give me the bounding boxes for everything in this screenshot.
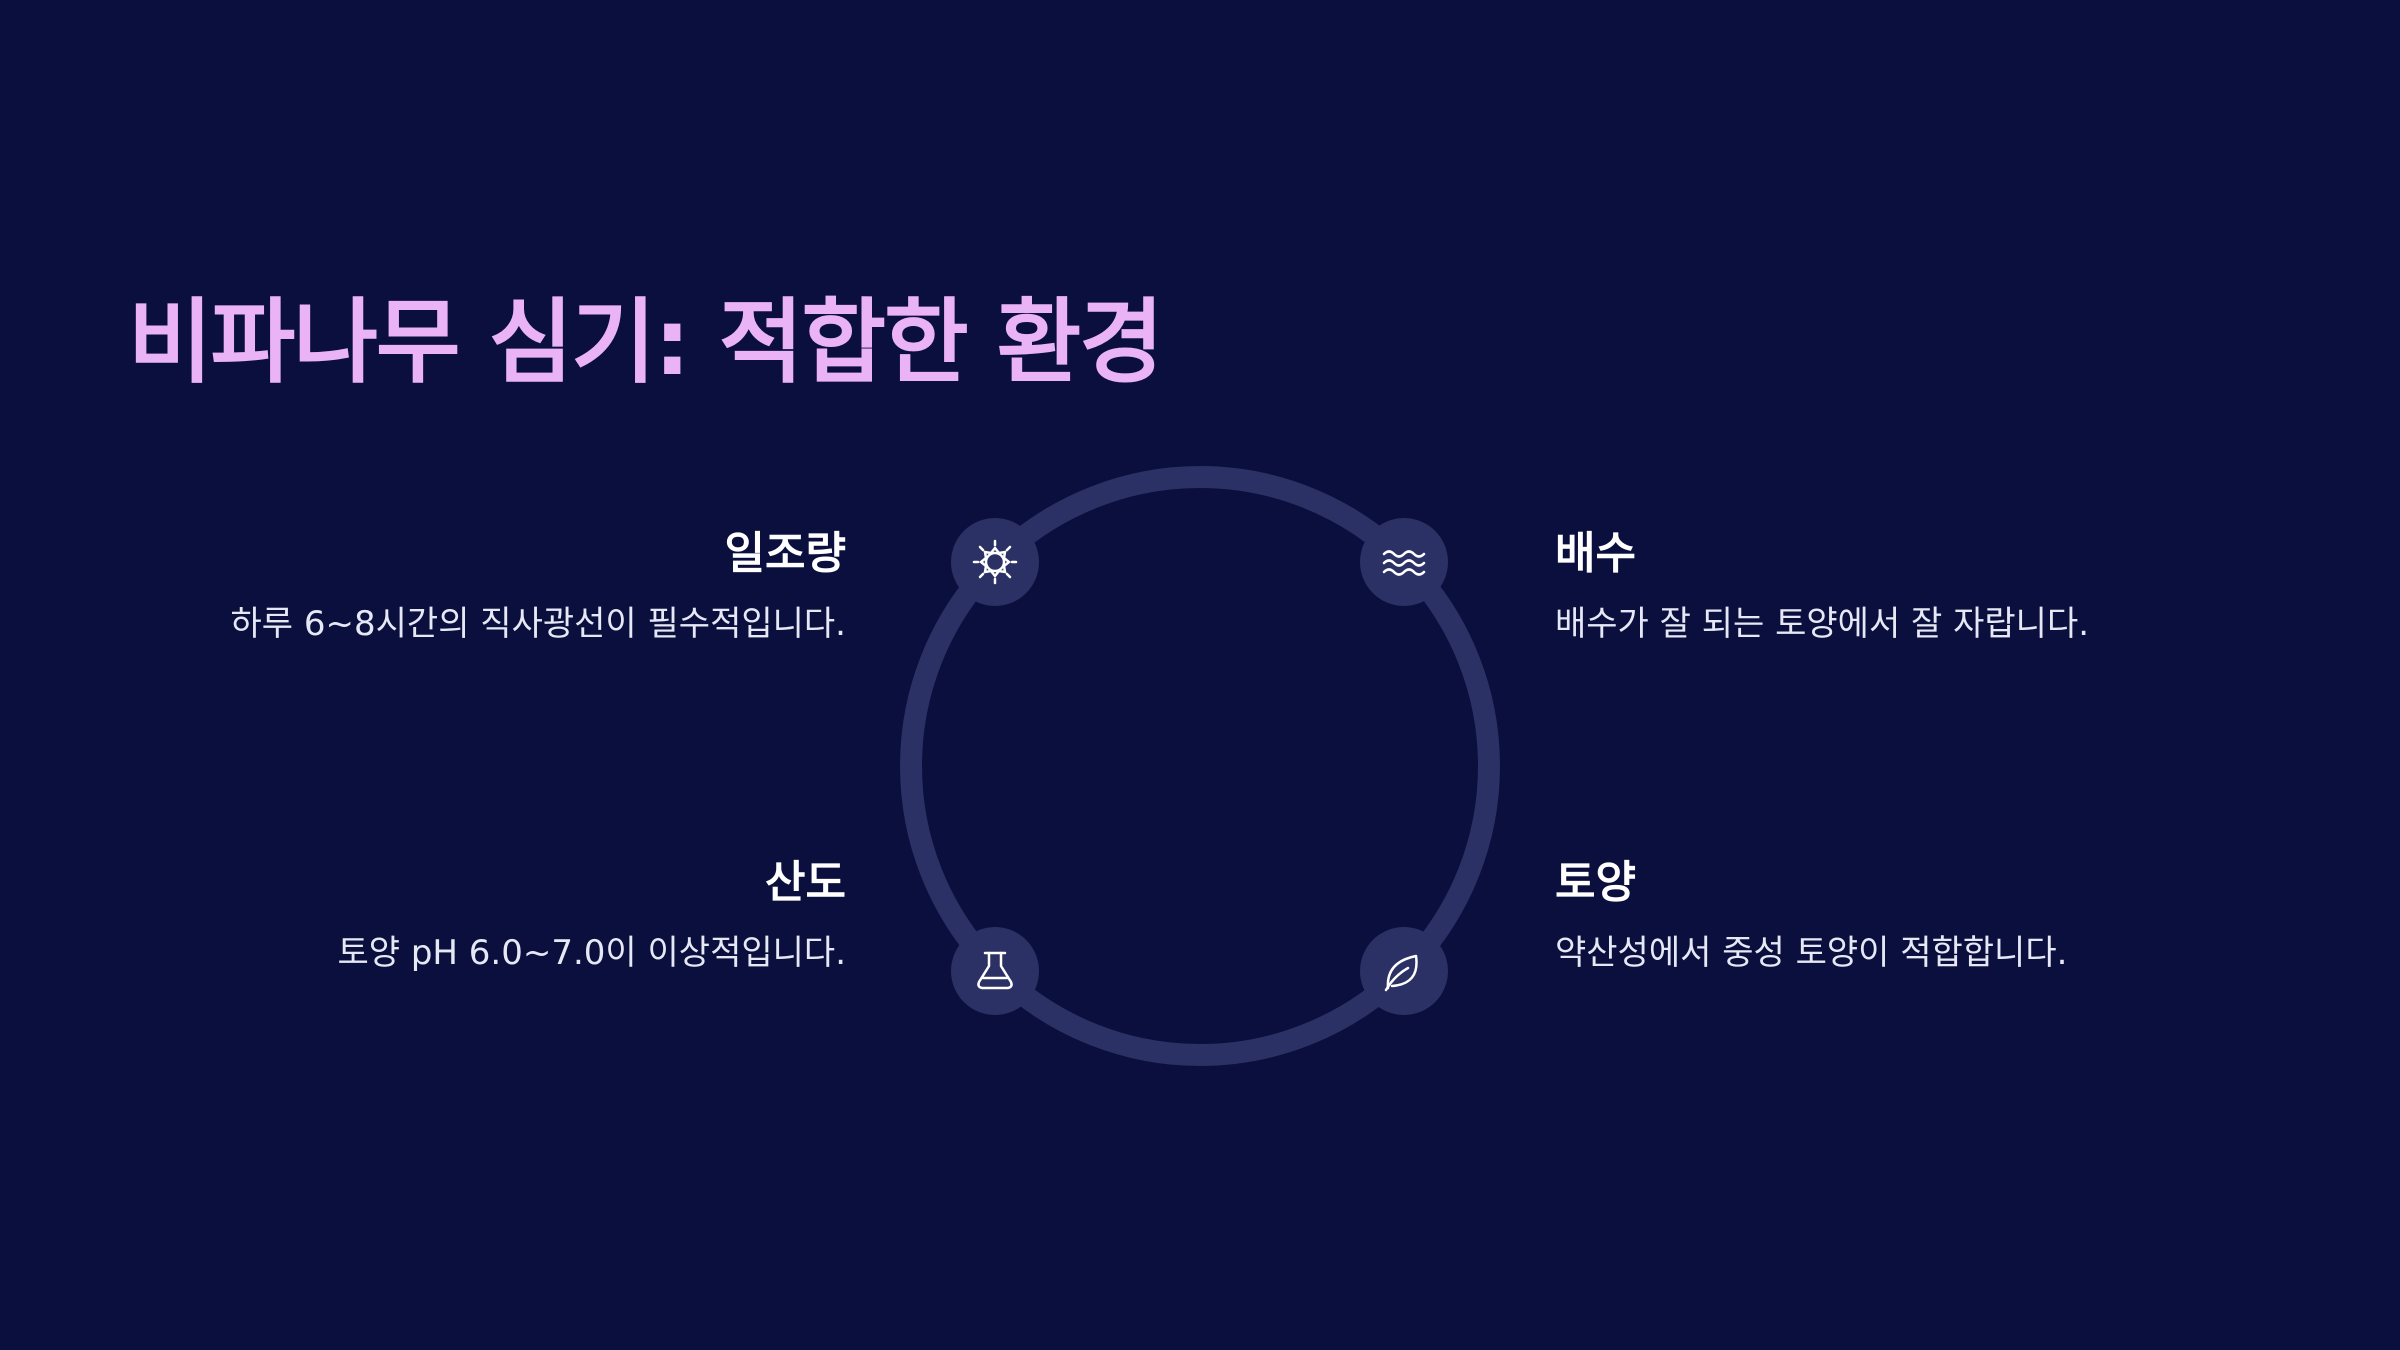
drainage-description: 배수가 잘 되는 토양에서 잘 자랍니다. [1555,603,2090,644]
acidity-block: 산도 토양 pH 6.0~7.0이 이상적입니다. [86,857,846,977]
drainage-title: 배수 [1555,528,1636,579]
page-title: 비파나무 심기: 적합한 환경 [128,289,1164,396]
acidity-description: 토양 pH 6.0~7.0이 이상적입니다. [337,932,846,973]
acidity-title: 산도 [765,857,846,908]
cycle-ring [900,466,1500,1066]
waves-icon [1360,518,1448,606]
sunlight-title: 일조량 [724,528,846,579]
sunlight-block: 일조량 하루 6~8시간의 직사광선이 필수적입니다. [86,528,846,648]
leaf-icon [1360,927,1448,1015]
soil-description: 약산성에서 중성 토양이 적합합니다. [1555,932,2068,973]
sun-icon [951,518,1039,606]
soil-block: 토양 약산성에서 중성 토양이 적합합니다. [1555,857,2315,977]
soil-title: 토양 [1555,857,1636,908]
drainage-block: 배수 배수가 잘 되는 토양에서 잘 자랍니다. [1555,528,2315,648]
flask-icon [951,927,1039,1015]
sunlight-description: 하루 6~8시간의 직사광선이 필수적입니다. [230,603,846,644]
